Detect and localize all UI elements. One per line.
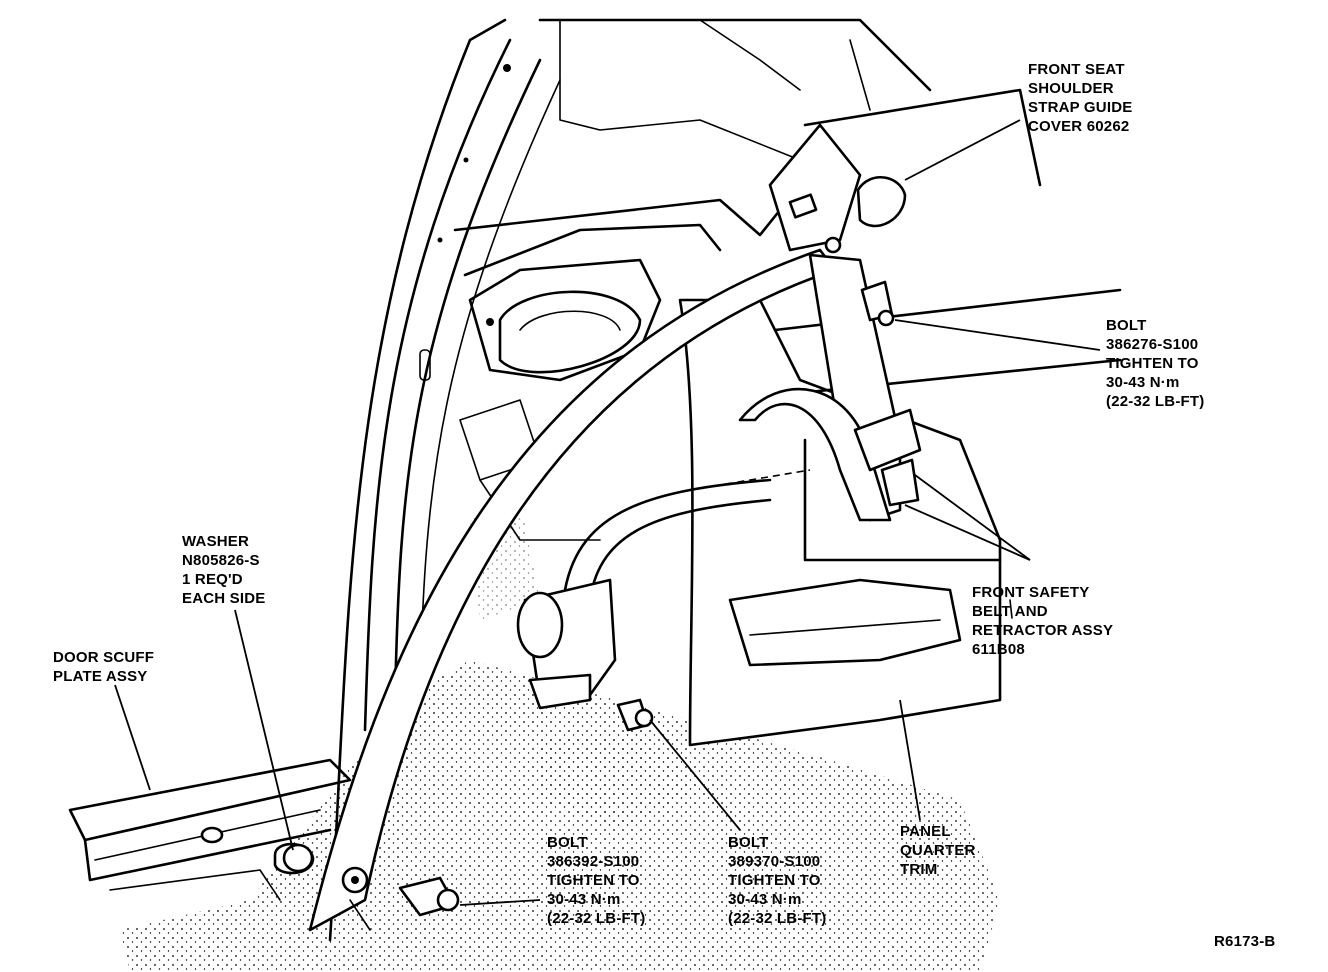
leader-lines [114, 119, 1101, 906]
label-panel-trim: PANEL QUARTER TRIM [900, 823, 976, 878]
quarter-trim-panel [678, 288, 1122, 747]
label-bolt-upper: BOLT 386276-S100 TIGHTEN TO 30-43 N·m (2… [1106, 317, 1205, 410]
label-guide-cover: FRONT SEAT SHOULDER STRAP GUIDE COVER 60… [1028, 61, 1133, 135]
bolt-lower-left-part [398, 876, 460, 917]
roof-rear-window [538, 18, 1042, 187]
label-scuff-plate: DOOR SCUFF PLATE ASSY [53, 649, 155, 685]
bolt-lower-mid-part [616, 698, 654, 732]
washer-part [273, 842, 315, 875]
retractor-assembly [516, 469, 811, 710]
figure-code: R6173-B [1214, 933, 1276, 950]
door-opening-pillar [328, 18, 561, 942]
label-bolt-lower-left: BOLT 386392-S100 TIGHTEN TO 30-43 N·m (2… [547, 834, 646, 927]
package-shelf-speaker [453, 198, 782, 541]
label-belt-retractor: FRONT SAFETY BELT AND RETRACTOR ASSY 611… [972, 584, 1114, 658]
label-washer: WASHER N805826-S 1 REQ'D EACH SIDE [182, 533, 266, 607]
shoulder-belt-webbing [308, 248, 922, 932]
bolt-upper-part [860, 280, 895, 327]
door-scuff-plate [68, 758, 352, 901]
label-bolt-lower-mid: BOLT 389370-S100 TIGHTEN TO 30-43 N·m (2… [728, 834, 827, 927]
upper-belt-guide [768, 123, 907, 254]
